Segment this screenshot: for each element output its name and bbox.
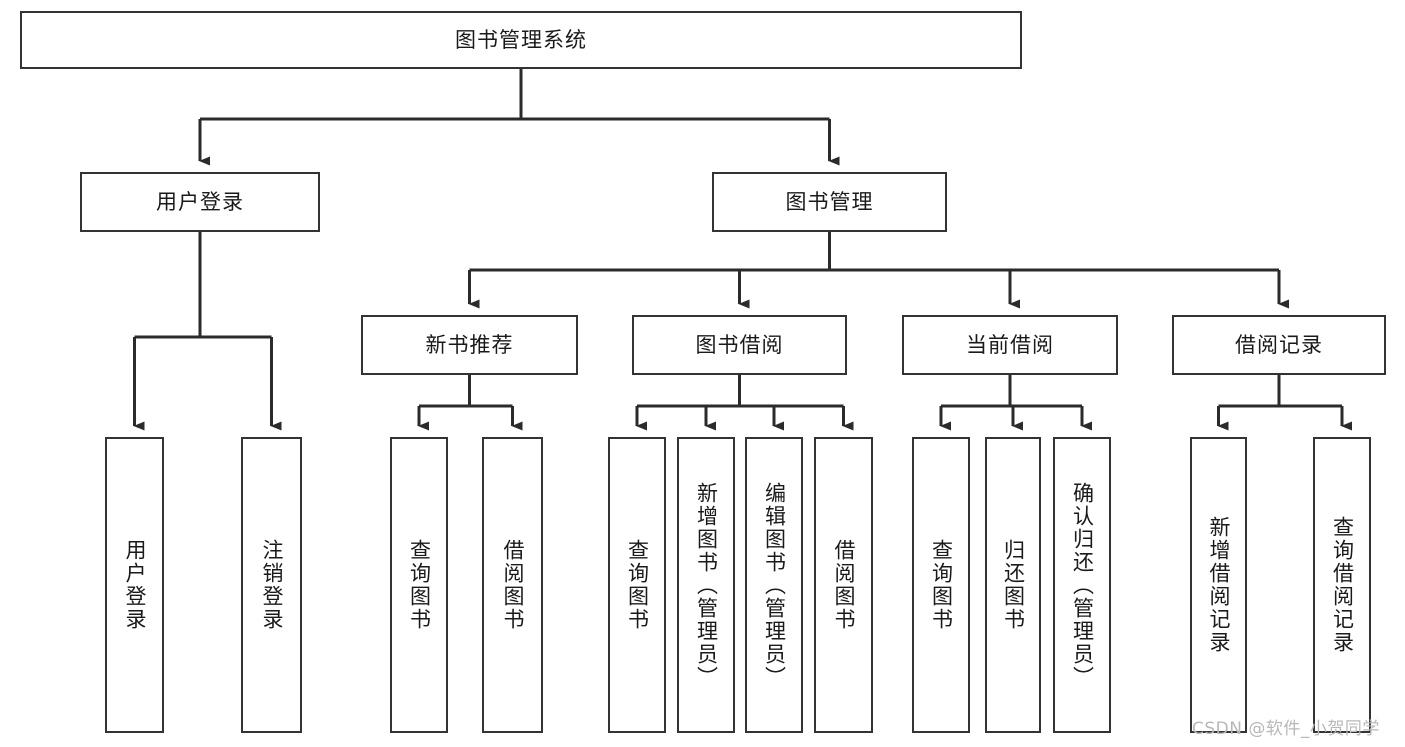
node-label: 借阅图书 — [831, 539, 856, 631]
node-leaf-borrow-book-2[interactable]: 借阅图书 — [814, 437, 873, 733]
node-user-login[interactable]: 用户登录 — [80, 172, 320, 232]
node-label: 借阅记录 — [1235, 332, 1323, 357]
node-leaf-user-login[interactable]: 用户登录 — [105, 437, 164, 733]
node-label: 查询图书 — [407, 539, 432, 631]
node-label: 新书推荐 — [425, 332, 514, 357]
node-book-manage[interactable]: 图书管理 — [712, 172, 947, 232]
node-leaf-query-book-2[interactable]: 查询图书 — [608, 437, 666, 733]
node-label: 确认归还（管理员） — [1070, 481, 1095, 689]
node-label: 用户登录 — [156, 189, 244, 214]
node-label: 注销登录 — [259, 539, 284, 631]
node-label: 借阅图书 — [500, 539, 525, 631]
node-leaf-confirm-return[interactable]: 确认归还（管理员） — [1053, 437, 1111, 733]
node-label: 图书管理 — [785, 189, 874, 214]
node-label: 图书借阅 — [695, 332, 784, 357]
node-label: 归还图书 — [1001, 539, 1026, 631]
node-label: 查询图书 — [625, 539, 650, 631]
node-label: 编辑图书（管理员） — [762, 481, 787, 689]
node-label: 新增借阅记录 — [1206, 516, 1231, 654]
node-label: 用户登录 — [122, 539, 147, 631]
node-borrow-record[interactable]: 借阅记录 — [1172, 315, 1386, 375]
node-leaf-add-book[interactable]: 新增图书（管理员） — [677, 437, 735, 733]
node-leaf-edit-book[interactable]: 编辑图书（管理员） — [745, 437, 803, 733]
node-book-borrow[interactable]: 图书借阅 — [632, 315, 847, 375]
node-label: 查询图书 — [929, 539, 954, 631]
node-label: 图书管理系统 — [455, 27, 587, 52]
node-current-borrow[interactable]: 当前借阅 — [902, 315, 1118, 375]
node-leaf-query-record[interactable]: 查询借阅记录 — [1313, 437, 1371, 733]
node-new-book-rec[interactable]: 新书推荐 — [361, 315, 578, 375]
node-leaf-borrow-book-1[interactable]: 借阅图书 — [482, 437, 543, 733]
node-label: 当前借阅 — [966, 332, 1054, 357]
node-leaf-query-book-3[interactable]: 查询图书 — [912, 437, 970, 733]
node-leaf-add-record[interactable]: 新增借阅记录 — [1190, 437, 1247, 733]
node-label: 查询借阅记录 — [1330, 516, 1355, 654]
node-leaf-return-book[interactable]: 归还图书 — [985, 437, 1041, 733]
node-label: 新增图书（管理员） — [694, 481, 719, 689]
node-leaf-query-book-1[interactable]: 查询图书 — [390, 437, 448, 733]
node-root[interactable]: 图书管理系统 — [20, 11, 1022, 69]
node-leaf-logout[interactable]: 注销登录 — [241, 437, 302, 733]
csdn-watermark: CSDN @软件_小贺同学 — [1192, 719, 1380, 739]
